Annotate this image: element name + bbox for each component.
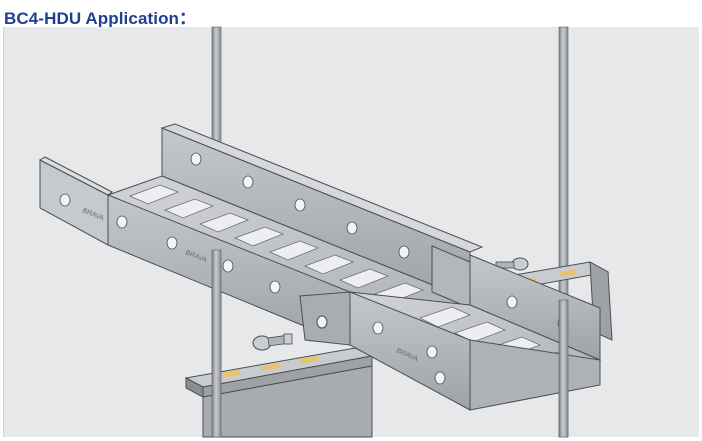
- threaded-rod-right-front: [558, 299, 569, 438]
- splice-plate: [299, 245, 471, 346]
- page-title: BC4-HDU Application：: [4, 9, 197, 28]
- support-channel-left: [184, 347, 374, 438]
- cable-ladder-tray-left: BRAVA BRAVA: [38, 123, 484, 346]
- threaded-rod-left-front: [211, 249, 222, 438]
